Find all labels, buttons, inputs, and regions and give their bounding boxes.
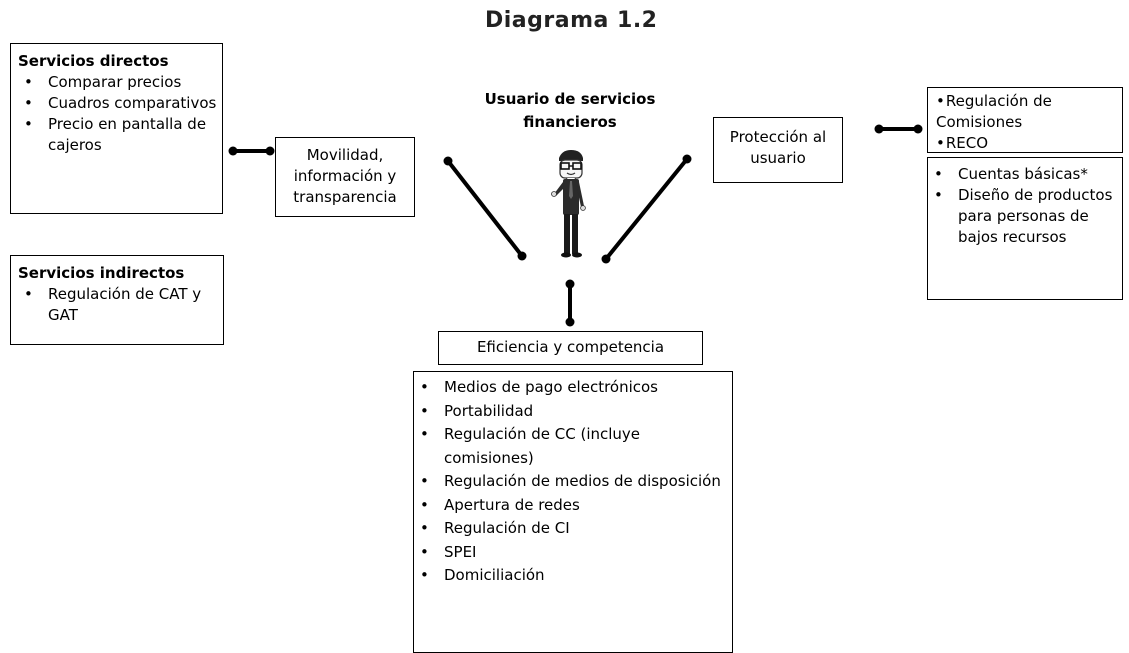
servicios-directos-heading: Servicios directos <box>18 52 169 70</box>
list-item: Cuadros comparativos <box>18 93 218 114</box>
servicios-indirectos-heading: Servicios indirectos <box>18 264 185 282</box>
list-item: Comparar precios <box>18 72 218 93</box>
proteccion-box: Protección al usuario <box>713 117 843 183</box>
servicios-indirectos-list: Regulación de CAT y GAT <box>18 284 219 326</box>
connector-user-left <box>446 159 524 258</box>
movilidad-label: Movilidad, información y transparencia <box>293 146 397 206</box>
eficiencia-label: Eficiencia y competencia <box>476 338 665 356</box>
list-item: Regulación de CAT y GAT <box>18 284 219 326</box>
eficiencia-list: Medios de pago electrónicos Portabilidad… <box>414 376 728 588</box>
regulacion-box: Regulación de Comisiones RECO <box>927 87 1123 153</box>
list-item: Regulación de medios de disposición <box>414 470 728 494</box>
regulacion-list: Regulación de Comisiones RECO <box>928 91 1118 154</box>
list-item: Domiciliación <box>414 564 728 588</box>
movilidad-box: Movilidad, información y transparencia <box>275 137 415 217</box>
list-item: Portabilidad <box>414 400 728 424</box>
diagram-title: Diagrama 1.2 <box>485 8 658 33</box>
list-item: RECO <box>928 133 1118 154</box>
list-item: Regulación de Comisiones <box>928 91 1118 133</box>
user-label: Usuario de servicios financieros <box>484 90 656 131</box>
list-item: Apertura de redes <box>414 494 728 518</box>
connector-user-right <box>604 157 689 261</box>
list-item: Regulación de CI <box>414 517 728 541</box>
list-item: Precio en pantalla de cajeros <box>18 114 218 156</box>
proteccion-label: Protección al usuario <box>729 128 827 167</box>
list-item: Regulación de CC (incluye comisiones) <box>414 423 728 470</box>
list-item: Medios de pago electrónicos <box>414 376 728 400</box>
servicios-directos-box: Servicios directos Comparar precios Cuad… <box>10 43 223 214</box>
list-item: SPEI <box>414 541 728 565</box>
user-figure-icon <box>551 150 586 258</box>
eficiencia-list-box: Medios de pago electrónicos Portabilidad… <box>413 371 733 653</box>
list-item: Diseño de productos para personas de baj… <box>928 185 1120 248</box>
servicios-indirectos-box: Servicios indirectos Regulación de CAT y… <box>10 255 224 345</box>
eficiencia-box: Eficiencia y competencia <box>438 331 703 365</box>
list-item: Cuentas básicas* <box>928 164 1120 185</box>
cuentas-box: Cuentas básicas* Diseño de productos par… <box>927 157 1123 300</box>
servicios-directos-list: Comparar precios Cuadros comparativos Pr… <box>18 72 218 156</box>
cuentas-list: Cuentas básicas* Diseño de productos par… <box>928 164 1120 248</box>
